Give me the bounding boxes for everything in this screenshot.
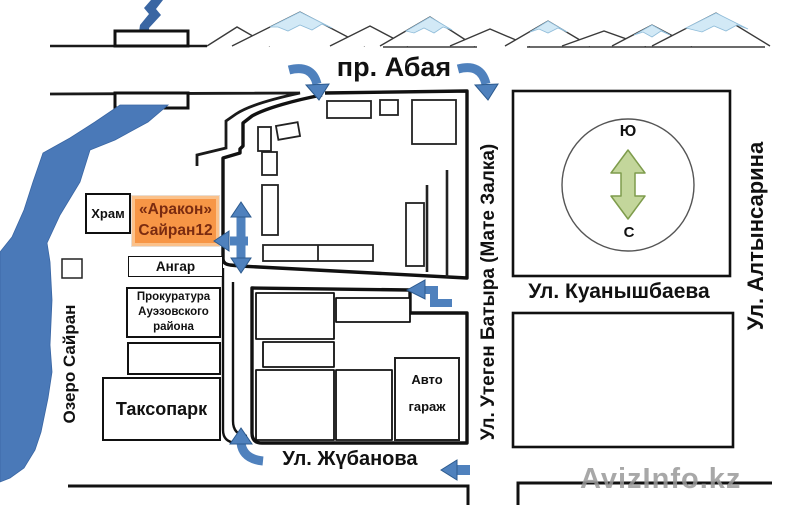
building-unnamed [127,342,221,375]
arakon-label: «Аракон» Сайран12 [135,199,216,243]
small-building [61,258,83,279]
building-angar: Ангар [128,256,223,277]
prokuratura-line2: Ауэзовского [138,306,209,319]
garage-line2: гараж [408,399,446,414]
arakon-line2: Сайран12 [138,222,213,239]
compass-needle [610,149,646,220]
street-label-kuanyshbaeva: Ул. Куанышбаева [528,280,710,303]
garage-line1: Авто [411,372,443,387]
street-label-abaya: пр. Абая [336,52,452,82]
river-lake [0,104,170,483]
garage-block [250,286,469,445]
arakon-line1: «Аракон» [139,201,212,219]
building-taxopark: Таксопарк [102,377,221,441]
building-avtogarazh: Авто гараж [394,357,460,441]
compass-south-label: Ю [619,123,637,140]
building-khram: Храм [85,193,131,234]
snow-caps [269,11,749,38]
building-prokuratura: Прокуратура Ауэзовского района [126,287,221,338]
street-label-zhubanova: Ул. Жүбанова [282,448,418,470]
mountain-range [50,11,771,48]
compass-north-label: С [623,224,635,241]
complex-buildings [257,99,457,277]
prokuratura-line1: Прокуратура [136,291,211,304]
watermark-avizinfo: AvizInfo.kz [580,463,742,495]
route-arrows [213,63,499,481]
complex-outline [221,89,469,280]
zhubanova-road [68,481,772,505]
bridge [113,29,190,110]
building-arakon-highlight: «Аракон» Сайран12 [131,195,220,247]
prokuratura-line3: района [153,320,194,333]
